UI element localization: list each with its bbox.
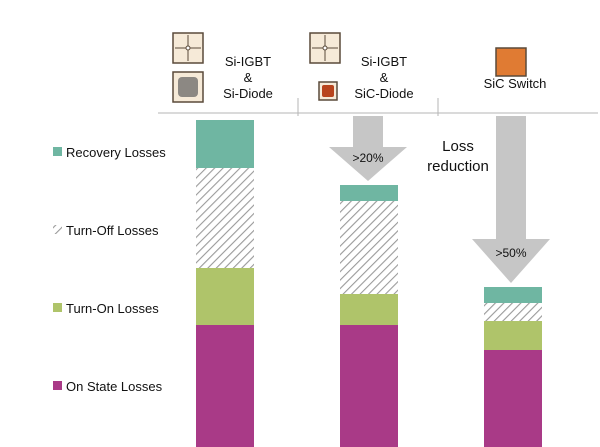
legend-item-on-state-losses: On State Losses — [53, 379, 163, 394]
legend-label: Recovery Losses — [66, 145, 166, 160]
legend-item-turn-off-losses: Turn-Off Losses — [53, 223, 159, 238]
legend-label: On State Losses — [66, 379, 163, 394]
bar-1-recovery-losses — [196, 120, 254, 168]
reduction-arrows: >20% >50% Loss reduction — [329, 116, 550, 283]
bar-2-on-state-losses — [340, 325, 398, 447]
bar-1-on-state-losses — [196, 325, 254, 447]
legend-label: Turn-Off Losses — [66, 223, 159, 238]
category-label-1-line-3: Si-Diode — [223, 86, 273, 101]
si-diode-chip-icon — [172, 71, 204, 103]
bar-3-turn-on-losses — [484, 321, 542, 350]
arrow-shape — [329, 116, 407, 181]
bar-3-turn-off-losses — [484, 303, 542, 321]
legend-item-turn-on-losses: Turn-On Losses — [53, 301, 159, 316]
category-label-2-line-2: & — [380, 70, 389, 85]
bar-2-turn-off-losses — [340, 201, 398, 294]
legend-swatch — [53, 381, 62, 390]
igbt-chip-icon — [309, 32, 341, 64]
legend-label: Turn-On Losses — [66, 301, 159, 316]
bar-3-recovery-losses — [484, 287, 542, 303]
loss-reduction-label-line-2: reduction — [427, 158, 489, 175]
category-label-1-line-1: Si-IGBT — [225, 54, 271, 69]
bar-1-turn-off-losses — [196, 168, 254, 268]
sic-diode-chip-icon — [318, 81, 338, 101]
bar-1-turn-on-losses — [196, 268, 254, 325]
legend-item-recovery-losses: Recovery Losses — [53, 145, 166, 160]
igbt-chip-icon — [172, 32, 204, 64]
bar-3-on-state-losses — [484, 350, 542, 447]
arrow-label: >20% — [352, 151, 383, 165]
arrow-shape — [472, 116, 550, 283]
sic-switch-chip-icon — [495, 47, 527, 77]
category-label-3-line-1: SiC Switch — [484, 76, 547, 91]
arrow-20-percent: >20% — [329, 116, 407, 181]
bars — [196, 120, 542, 447]
category-label-2-line-1: Si-IGBT — [361, 54, 407, 69]
bar-2-turn-on-losses — [340, 294, 398, 325]
category-label-2-line-3: SiC-Diode — [354, 86, 413, 101]
legend-swatch — [53, 303, 62, 312]
legend-swatch — [53, 225, 62, 234]
category-label-1-line-2: & — [244, 70, 253, 85]
arrow-50-percent: >50% — [472, 116, 550, 283]
legend-swatch — [53, 147, 62, 156]
arrow-label: >50% — [495, 246, 526, 260]
loss-reduction-label-line-1: Loss — [442, 138, 474, 155]
bar-2-recovery-losses — [340, 185, 398, 201]
